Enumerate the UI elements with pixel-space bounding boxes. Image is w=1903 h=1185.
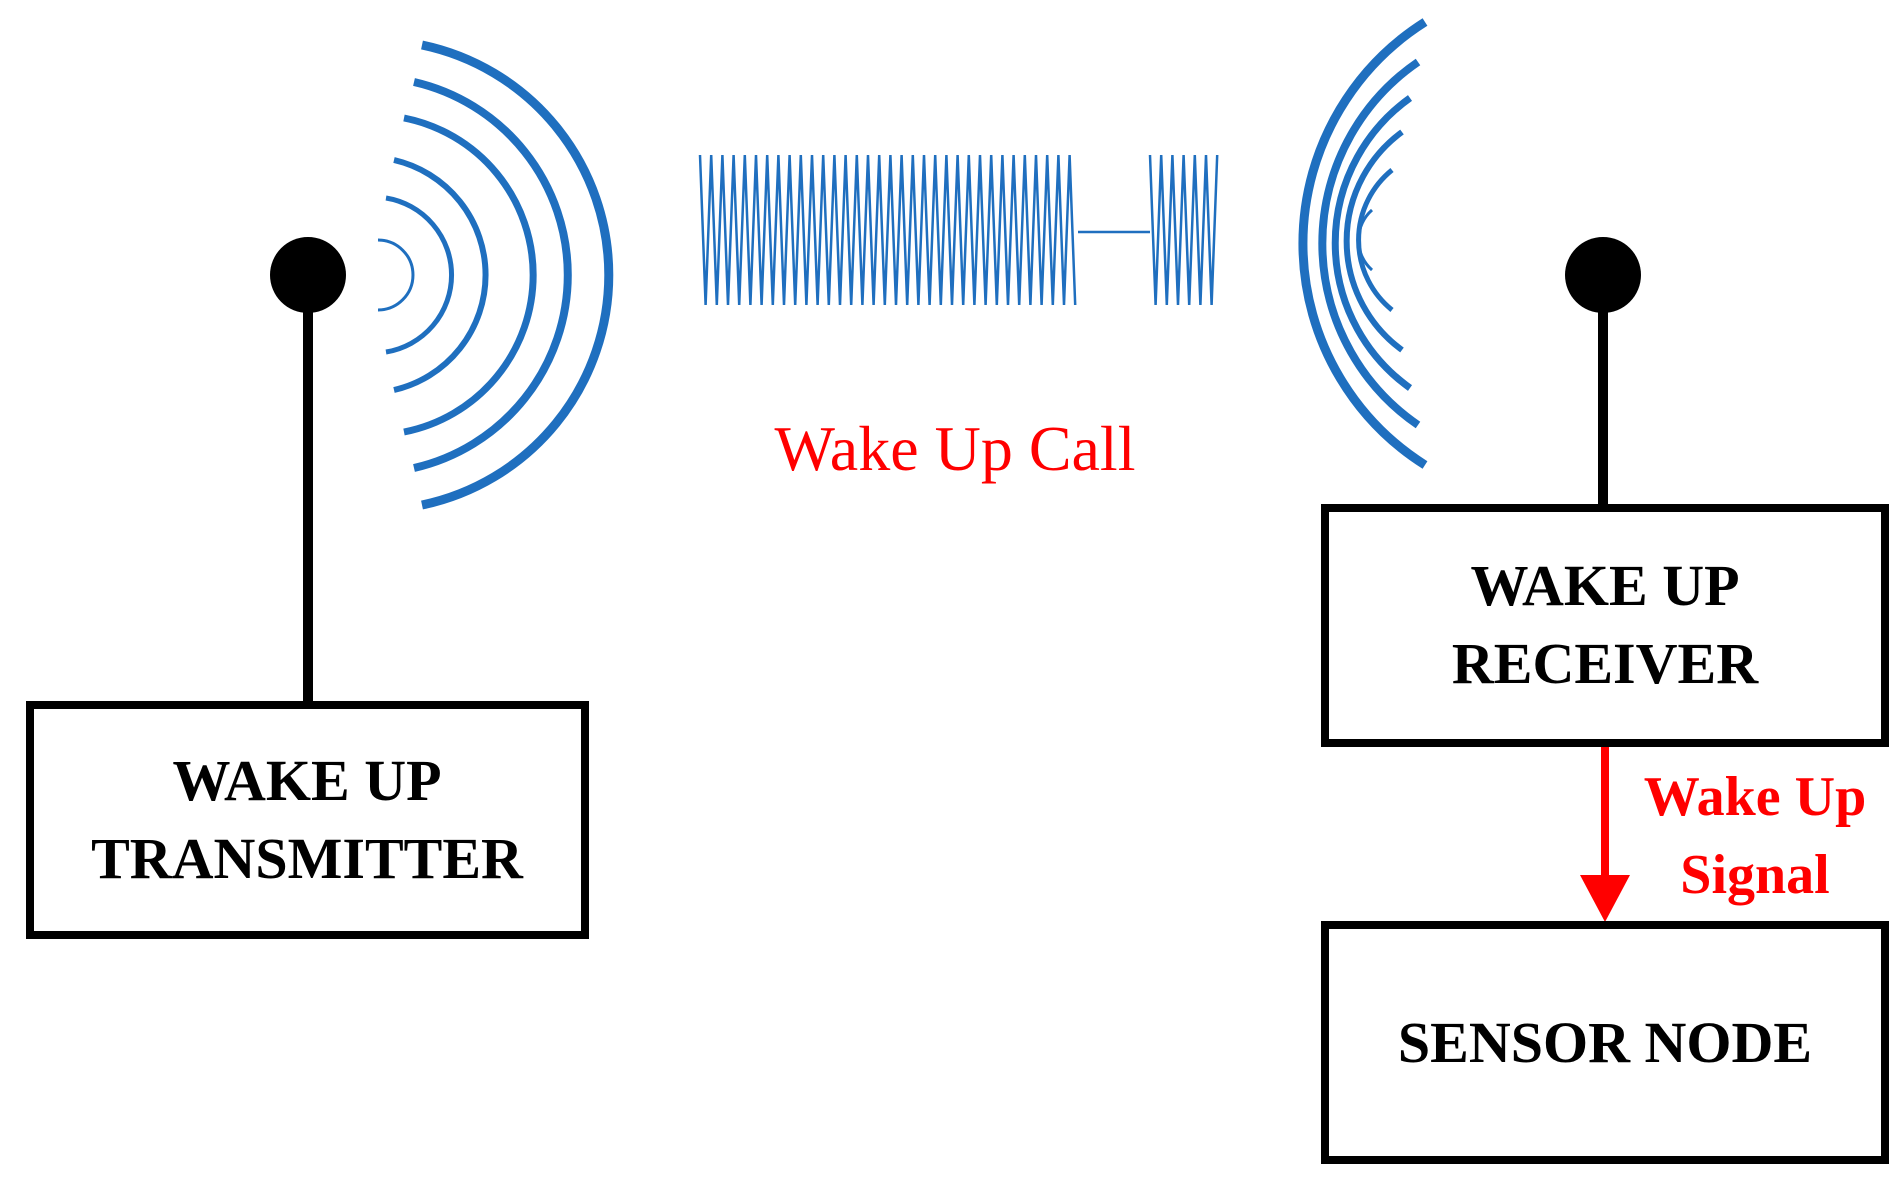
wake-up-signal-line1: Wake Up — [1644, 766, 1867, 828]
transmitter-antenna-icon — [270, 237, 346, 705]
transmitter-label-line2: TRANSMITTER — [91, 826, 524, 891]
transmitter-box: WAKE UP TRANSMITTER — [26, 701, 589, 939]
transmitter-radio-waves-icon — [377, 40, 614, 510]
receiver-radio-waves-icon — [1298, 18, 1428, 469]
receiver-antenna-icon — [1565, 237, 1641, 508]
sensor-node-label: SENSOR NODE — [1398, 1010, 1812, 1075]
transmitter-label-line1: WAKE UP — [172, 748, 441, 813]
receiver-label-line1: WAKE UP — [1470, 553, 1739, 618]
wake-up-signal-line2: Signal — [1680, 844, 1829, 906]
down-arrow-icon — [1580, 747, 1630, 922]
wake-up-call-label: Wake Up Call — [775, 413, 1136, 484]
ook-waveform-icon — [698, 154, 1219, 306]
sensor-node-box: SENSOR NODE — [1321, 921, 1889, 1164]
receiver-box: WAKE UP RECEIVER — [1321, 504, 1889, 747]
receiver-label-line2: RECEIVER — [1452, 631, 1759, 696]
